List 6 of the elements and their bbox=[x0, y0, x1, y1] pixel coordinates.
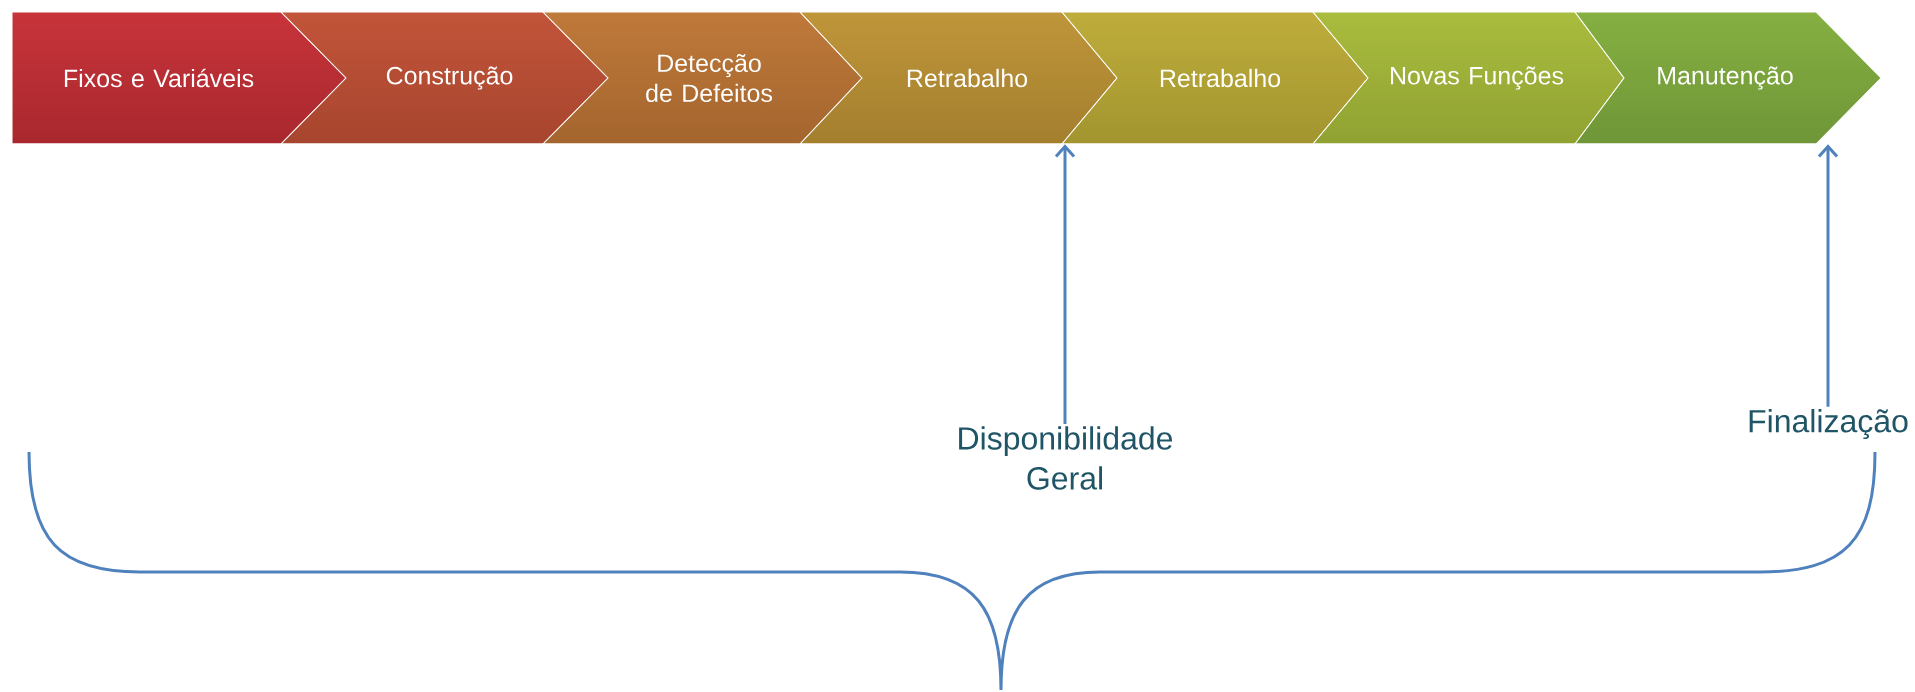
milestone-label: Disponibilidade Geral bbox=[959, 426, 1173, 490]
arrow bbox=[1817, 144, 1839, 407]
milestone-label: Finalização bbox=[1749, 409, 1908, 439]
arrow bbox=[1054, 144, 1076, 425]
chevron-step: Fixos e Variáveis bbox=[11, 11, 347, 145]
chevron-step: Manutenção bbox=[1574, 11, 1882, 145]
